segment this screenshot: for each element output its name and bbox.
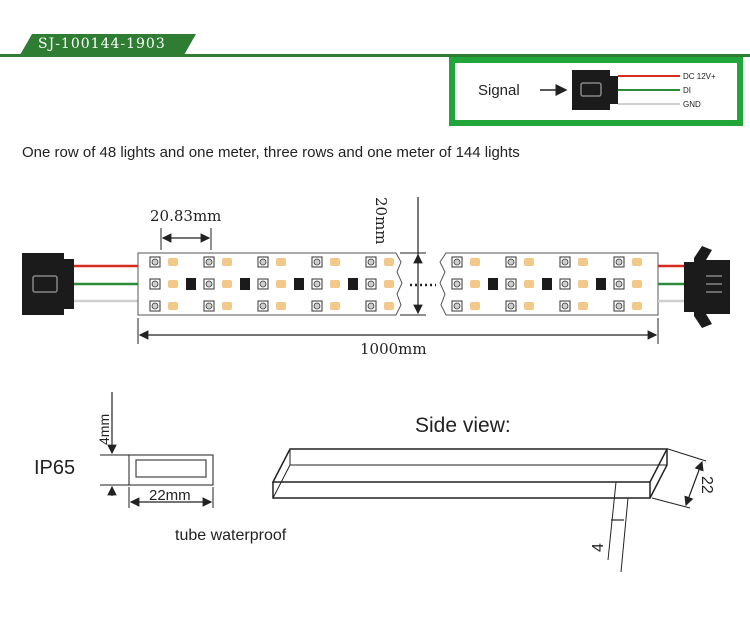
- solder-pad: [384, 280, 394, 288]
- connector-port-icon: [580, 82, 602, 97]
- driver-ic: [348, 278, 358, 290]
- led-lens: [561, 302, 569, 310]
- led-lens: [367, 280, 375, 288]
- solder-pad: [222, 258, 232, 266]
- led-lens: [259, 280, 267, 288]
- solder-pad: [330, 280, 340, 288]
- led-lens: [561, 258, 569, 266]
- solder-pad: [168, 280, 178, 288]
- driver-ic: [542, 278, 552, 290]
- solder-pad: [470, 280, 480, 288]
- tube-inner: [135, 459, 207, 478]
- led-lens: [259, 302, 267, 310]
- legend-wire-label: DC 12V+: [683, 72, 716, 81]
- led-lens: [561, 280, 569, 288]
- led-lens: [151, 258, 159, 266]
- led-lens: [205, 302, 213, 310]
- led-lens: [151, 280, 159, 288]
- solder-pad: [578, 280, 588, 288]
- led-lens: [453, 280, 461, 288]
- solder-pad: [524, 280, 534, 288]
- ip-rating-label: IP65: [34, 457, 76, 479]
- led-lens: [507, 258, 515, 266]
- solder-pad: [470, 258, 480, 266]
- strip-segment-left: [137, 252, 403, 316]
- solder-pad: [222, 280, 232, 288]
- driver-ic: [596, 278, 606, 290]
- driver-ic: [240, 278, 250, 290]
- part-number-tag: SJ-100144-1903: [20, 34, 196, 55]
- pitch-dimension: [160, 228, 212, 250]
- input-connector-icon: [22, 253, 74, 315]
- solder-pad: [524, 258, 534, 266]
- signal-label: Signal: [478, 82, 520, 99]
- led-lens: [367, 302, 375, 310]
- solder-pad: [524, 302, 534, 310]
- led-lens: [453, 258, 461, 266]
- led-lens: [313, 258, 321, 266]
- driver-ic: [186, 278, 196, 290]
- led-lens: [205, 280, 213, 288]
- led-lens: [151, 302, 159, 310]
- led-lens: [615, 280, 623, 288]
- led-lens: [615, 302, 623, 310]
- driver-ic: [294, 278, 304, 290]
- led-lens: [507, 280, 515, 288]
- solder-pad: [276, 258, 286, 266]
- solder-pad: [168, 302, 178, 310]
- solder-pad: [632, 302, 642, 310]
- header-divider: [0, 54, 750, 57]
- solder-pad: [632, 258, 642, 266]
- tube-caption: tube waterproof: [175, 527, 287, 544]
- led-lens: [453, 302, 461, 310]
- solder-pad: [632, 280, 642, 288]
- tube-cross-section: [100, 392, 214, 508]
- led-lens: [313, 280, 321, 288]
- width-dimension: [400, 197, 426, 316]
- solder-pad: [222, 302, 232, 310]
- led-lens: [259, 258, 267, 266]
- led-lens: [205, 258, 213, 266]
- solder-pad: [384, 258, 394, 266]
- strip-description: One row of 48 lights and one meter, thre…: [22, 144, 520, 161]
- led-lens: [615, 258, 623, 266]
- driver-ic: [488, 278, 498, 290]
- strip-output-connector: [658, 246, 730, 328]
- signal-connector-graphic: DC 12V+ DI GND: [540, 70, 716, 110]
- connector-icon: [572, 70, 618, 110]
- led-pitch-label: 20.83mm: [150, 207, 222, 225]
- strip-length-label: 1000mm: [360, 340, 427, 358]
- output-connector-icon: [684, 246, 730, 328]
- legend-wire-label: DI: [683, 86, 691, 95]
- legend-wire-label: GND: [683, 100, 701, 109]
- side-view-title: Side view:: [415, 414, 511, 437]
- led-lens: [367, 258, 375, 266]
- side-view-drawing: [271, 448, 707, 573]
- strip-input-connector: [22, 253, 140, 315]
- solder-pad: [276, 302, 286, 310]
- input-port-icon: [32, 275, 58, 293]
- led-strip-body: [137, 252, 659, 316]
- solder-pad: [330, 302, 340, 310]
- solder-pad: [330, 258, 340, 266]
- length-dimension: [137, 318, 659, 344]
- led-lens: [313, 302, 321, 310]
- solder-pad: [578, 258, 588, 266]
- solder-pad: [168, 258, 178, 266]
- solder-pad: [384, 302, 394, 310]
- solder-pad: [276, 280, 286, 288]
- solder-pad: [470, 302, 480, 310]
- solder-pad: [578, 302, 588, 310]
- led-lens: [507, 302, 515, 310]
